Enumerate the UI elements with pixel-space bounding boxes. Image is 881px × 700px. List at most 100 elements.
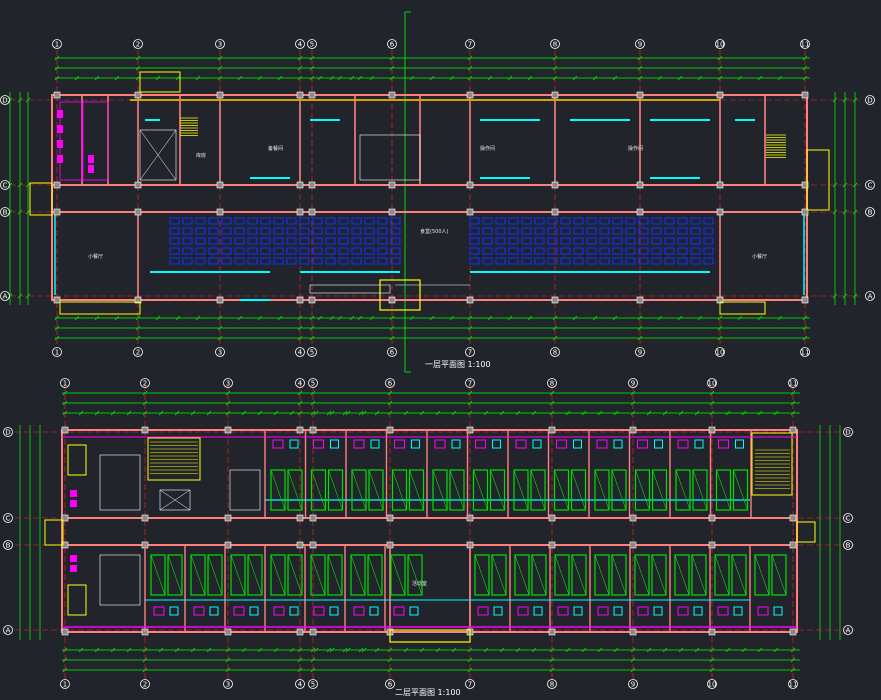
dorm-bed [190,554,206,596]
dorm-wash [717,606,729,616]
dining-table [495,247,506,255]
dim-tick-minor [257,315,263,321]
dim-tick [54,315,60,321]
dorm-bed [230,554,246,596]
dining-table [560,237,571,245]
bed-diag [270,554,286,596]
dining-table [534,217,545,225]
dim-tick-minor [515,647,521,653]
dining-table [651,237,662,245]
dining-table [286,227,297,235]
bed-diag [611,469,627,511]
dim-tick-minor [757,315,763,321]
dim-tick-minor [487,75,493,81]
dim-tick-minor [349,315,355,321]
p2-bottom-yellow [389,629,471,643]
dorm-cabinet [370,439,380,449]
dining-table [169,247,180,255]
column [551,181,559,189]
bed-diag [351,469,367,511]
dining-table [560,257,571,265]
dorm-bed [675,469,691,511]
dim-tick-minor [158,647,164,653]
dim-tick [135,315,141,321]
column [636,181,644,189]
p2-column [386,514,394,522]
axis-bubble-bottom-11-circle [800,347,810,357]
p2-axis-bubble-bottom-11-circle [788,679,798,689]
dorm-cabinet [573,606,583,616]
dim-tick-minor [78,647,84,653]
dining-table [599,227,610,235]
bed-diag [230,554,246,596]
dim-tick-minor [175,75,181,81]
dining-table [495,217,506,225]
dorm-bed [247,554,263,596]
axis-bubble-top-5-circle [307,39,317,49]
dining-table [664,257,675,265]
dim-tick-minor [531,410,537,416]
dining-table [690,227,701,235]
dining-table [299,257,310,265]
dorm-wash [517,606,529,616]
dim-tick-minor [337,315,343,321]
dorm-bed [634,554,650,596]
column [134,296,142,304]
dining-table [299,217,310,225]
dining-table [638,247,649,255]
p2-axis-bubble-bottom-6-label: 6 [388,681,393,689]
bed-diag [287,469,303,511]
dining-table [586,247,597,255]
dorm-cabinet [613,439,623,449]
dim-tick [297,55,303,61]
column [388,91,396,99]
axis-bubble-bottom-1-label: 1 [55,349,59,357]
dim-tick-minor [741,647,747,653]
p2-axis-bubble-top-8-circle [547,378,557,388]
p2-axis-bubble-bottom-10-label: 10 [708,681,717,689]
dim-tick-minor [777,315,783,321]
dining-table [338,227,349,235]
dim-tick-minor [174,410,180,416]
dim-tick [389,325,395,331]
dim-tick-minor [449,315,455,321]
dim-tick-minor [592,315,598,321]
axis-bubble-bottom-5-circle [307,347,317,357]
dining-table [482,247,493,255]
dorm-bed [408,469,425,511]
p2-axis-bubble-bottom-3-label: 3 [226,681,230,689]
p2-column [708,628,716,636]
dining-table [377,247,388,255]
column [716,208,724,216]
p2-axis-bubble-top-8-label: 8 [550,380,554,388]
axis-bubble-top-1-circle [52,39,62,49]
dorm-cabinet [694,439,704,449]
p2-axis-bubble-bottom-5-label: 5 [311,681,315,689]
dorm-bed [554,554,570,596]
p2-axis-bubble-bottom-7-circle [465,679,475,689]
dim-tick-minor [345,410,351,416]
dining-table [221,227,232,235]
dorm-bed [270,469,286,511]
dim-tick-minor [613,410,619,416]
dim-tick [62,390,68,396]
bed-diag [367,554,383,596]
axis-bubble-top-8-circle [550,39,560,49]
axis-bubble-top-2-label: 2 [136,41,140,49]
dim-tick-minor [694,410,700,416]
dining-table [534,257,545,265]
room-label-kitchen-a: 备餐间 [268,145,283,152]
axis-bubble-top-3-label: 3 [218,41,222,49]
dim-tick-minor [678,647,684,653]
toilet-fixture [88,155,94,163]
dining-table [469,257,480,265]
dining-table [495,227,506,235]
bed-diag [392,469,407,511]
p2-column [61,628,69,636]
dim-tick-minor [697,75,703,81]
p2-row-bubble-right-D-circle [843,427,853,437]
dining-table [469,237,480,245]
dining-table [534,227,545,235]
dim-tick-minor [597,410,603,416]
bed-diag [635,469,650,511]
